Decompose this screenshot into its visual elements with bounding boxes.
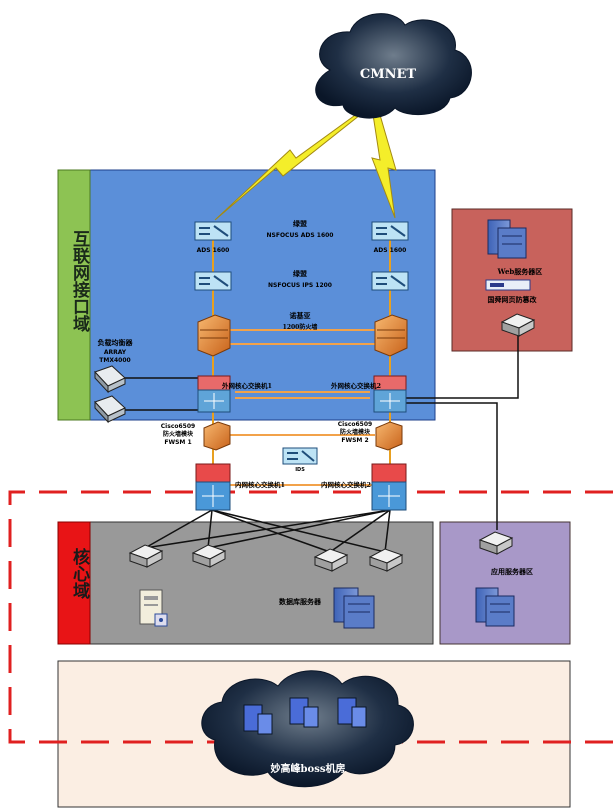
ads-device-left-icon — [194, 221, 232, 241]
core-zone-band — [57, 521, 91, 645]
int-core-1-label: 内网核心交换机1 — [235, 480, 285, 489]
ads-device-right-icon — [371, 221, 409, 241]
int-core-2-label: 内网核心交换机2 — [321, 480, 371, 489]
ads-pair-title: 绿盟 — [293, 219, 307, 228]
cmnet-cloud-icon — [315, 13, 472, 119]
access-switch-1-icon — [128, 544, 164, 568]
lb-model: TMX4000 — [99, 357, 130, 364]
wan-link-right-bolt — [371, 107, 397, 219]
workstation-icon — [139, 589, 168, 627]
ext-core-2-label: 外网核心交换机2 — [331, 381, 381, 390]
core-zone — [89, 521, 434, 645]
internet-zone-title: 互联网接口域 — [69, 230, 89, 332]
firewall-pair-title: 诺基亚 — [290, 311, 311, 320]
ips-device-right-icon — [371, 271, 409, 291]
database-server-icon — [333, 587, 375, 629]
db-server-label: 数据库服务器 — [279, 597, 322, 606]
ads-pair-model: NSFOCUS ADS 1600 — [267, 232, 334, 239]
access-switch-3-icon — [313, 548, 349, 572]
ext-core-1-label-line: 外网核心交换机1 — [222, 381, 272, 390]
ext-core-2-label-line: 外网核心交换机2 — [331, 381, 381, 390]
ips-device-left-icon — [194, 271, 232, 291]
wan-link-left-bolt — [214, 107, 366, 221]
app-zone-switch-icon — [478, 531, 514, 555]
app-zone-label: 应用服务器区 — [491, 567, 533, 576]
web-server-icon — [487, 219, 527, 259]
ext-core-1-label: 外网核心交换机1 — [222, 381, 272, 390]
web-zone-label: Web服务器区 — [497, 267, 543, 276]
fwsm-1-icon — [203, 421, 231, 451]
firewall-right-icon — [374, 314, 408, 357]
load-balancer-1-icon — [94, 365, 126, 394]
load-balancer-2-icon — [94, 395, 126, 424]
fwsm-left-line2: 防火墙模块 — [163, 430, 194, 438]
internal-core-switch-2-icon — [371, 463, 407, 511]
black-links — [125, 330, 519, 553]
boss-room-cloud-icon — [201, 670, 414, 788]
firewall-left-icon — [197, 314, 231, 357]
ips-pair-title: 绿盟 — [293, 269, 307, 278]
access-switch-2-icon — [191, 544, 227, 568]
fwsm-left-line3: FWSM 1 — [164, 439, 191, 446]
internet-zone-band — [57, 169, 91, 421]
external-core-switch-2-icon — [373, 375, 407, 413]
ads-right-label: ADS 1600 — [374, 247, 407, 254]
fwsm-right-line2: 防火墙模块 — [340, 428, 371, 436]
boss-room-label: 妙高峰boss机房 — [271, 762, 346, 775]
external-core-switch-1-icon — [197, 375, 231, 413]
fwsm-right-line1: Cisco6509 — [338, 421, 372, 428]
anti-tamper-appliance-icon — [485, 279, 531, 291]
lb-brand: ARRAY — [104, 349, 127, 356]
ips-pair-model: NSFOCUS IPS 1200 — [268, 282, 332, 289]
fwsm-right-line3: FWSM 2 — [341, 437, 368, 444]
ads-left-label: ADS 1600 — [197, 247, 230, 254]
fwsm-left-line1: Cisco6509 — [161, 423, 195, 430]
anti-tamper-label: 国舜网页防篡改 — [488, 295, 538, 304]
access-switch-4-icon — [368, 548, 404, 572]
firewall-pair-model: 1200防火墙 — [283, 323, 318, 331]
web-zone-switch-icon — [500, 313, 536, 337]
fwsm-2-icon — [375, 421, 403, 451]
ids-label: IDS — [295, 467, 305, 473]
core-zone-title: 核心域 — [69, 548, 89, 599]
lb-title: 负载均衡器 — [98, 338, 134, 347]
internal-core-switch-1-icon — [195, 463, 231, 511]
app-server-icon — [475, 587, 515, 627]
cmnet-label: CMNET — [360, 67, 417, 82]
ids-device-icon — [282, 447, 318, 465]
